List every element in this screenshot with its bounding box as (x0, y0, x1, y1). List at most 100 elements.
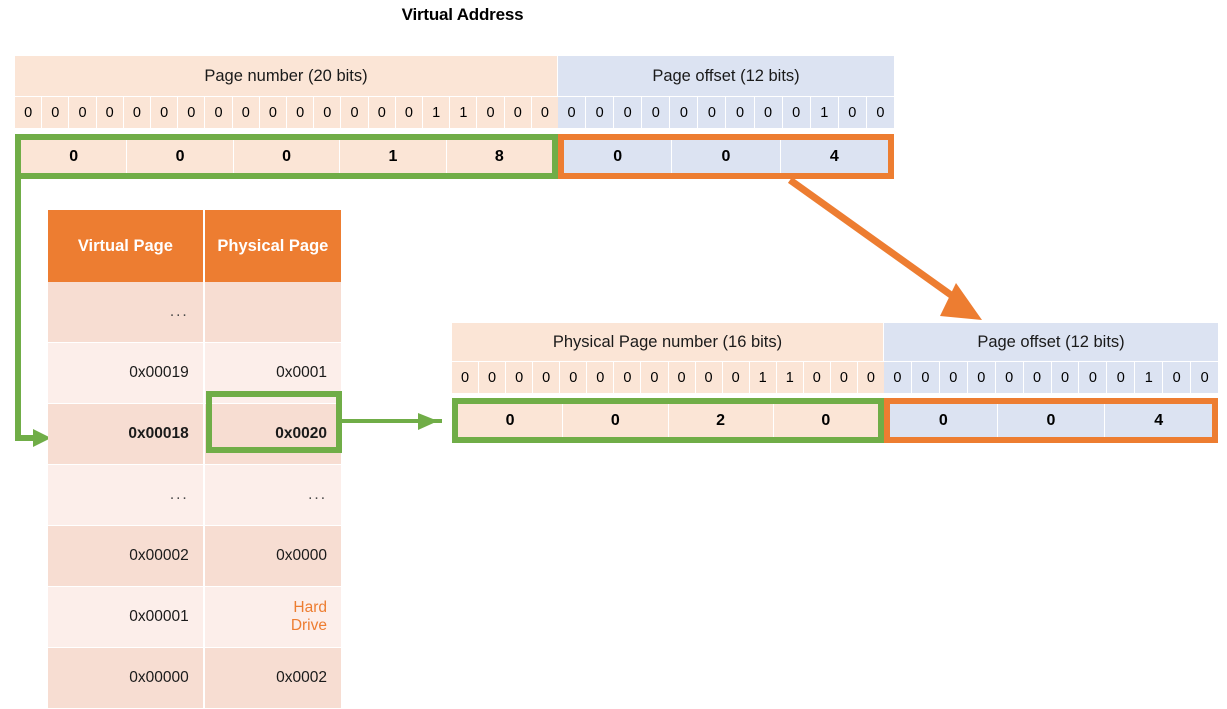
hex-digit-4: 8 (494, 147, 504, 165)
cell-physical-page: 0x0001 (203, 342, 341, 404)
bit-cell-5: 0 (1023, 361, 1052, 393)
green-connector-table-to-physical (342, 419, 442, 423)
bit-cell-2: 0 (614, 96, 643, 128)
bit-cell-11: 0 (314, 96, 342, 128)
hex-digit-0: 0 (890, 404, 998, 437)
bit-cell-0: 0 (15, 96, 43, 128)
cell-virtual-page: 0x00000 (48, 647, 205, 709)
bit-cell-10: 0 (287, 96, 315, 128)
bit-cell-13: 0 (368, 96, 396, 128)
bit-cell-11: 0 (1191, 361, 1219, 393)
hex-digit-0: 0 (21, 140, 128, 173)
bit-cell-3: 0 (642, 96, 671, 128)
bit-cell-8: 0 (668, 361, 696, 393)
bit-cell-15: 1 (423, 96, 451, 128)
column-header-virtual-page: Virtual Page (48, 210, 205, 282)
bit-cell-2: 0 (939, 361, 968, 393)
hex-digit-1: 0 (563, 404, 669, 437)
virtual-page-offset-label: Page offset (12 bits) (558, 56, 894, 96)
bit-cell-0: 0 (884, 361, 912, 393)
bit-cell-1: 0 (586, 96, 615, 128)
bit-cell-6: 0 (1051, 361, 1080, 393)
bit-cell-1: 0 (479, 361, 507, 393)
hex-digit-1: 0 (672, 140, 781, 173)
hex-digit-1: 0 (127, 140, 234, 173)
green-arrowhead-to-table (33, 429, 51, 447)
bit-cell-7: 0 (754, 96, 783, 128)
bit-cell-8: 0 (782, 96, 811, 128)
cell-virtual-page: ... (48, 464, 205, 526)
column-header-physical-page: Physical Page (203, 210, 341, 282)
bit-cell-6: 0 (726, 96, 755, 128)
bit-cell-10: 0 (722, 361, 750, 393)
bit-cell-14: 0 (830, 361, 858, 393)
cell-physical-page: 0x0000 (203, 525, 341, 587)
bit-cell-19: 0 (531, 96, 559, 128)
bit-cell-10: 0 (838, 96, 867, 128)
orange-arrow-offset-to-physical (787, 177, 982, 320)
table-row[interactable]: ... (48, 282, 341, 343)
bit-cell-5: 0 (151, 96, 179, 128)
bit-cell-0: 0 (558, 96, 587, 128)
hex-digit-3: 0 (821, 411, 831, 429)
bit-cell-9: 0 (695, 361, 723, 393)
bit-cell-7: 0 (641, 361, 669, 393)
bit-cell-16: 1 (450, 96, 478, 128)
cell-virtual-page: ... (48, 282, 205, 343)
bit-cell-11: 1 (749, 361, 777, 393)
cell-virtual-page: 0x00019 (48, 342, 205, 404)
hex-digit-3: 1 (340, 140, 447, 173)
bit-cell-6: 0 (178, 96, 206, 128)
table-row[interactable]: ...... (48, 464, 341, 526)
physical-page-offset-label: Page offset (12 bits) (884, 323, 1218, 361)
bit-cell-8: 0 (1107, 361, 1136, 393)
bit-cell-5: 0 (698, 96, 727, 128)
bit-cell-13: 0 (803, 361, 831, 393)
physical-page-number-label: Physical Page number (16 bits) (452, 323, 884, 361)
bit-cell-2: 0 (69, 96, 97, 128)
green-connector-horizontal (15, 435, 37, 441)
bit-cell-11: 0 (866, 96, 894, 128)
hex-digit-2: 4 (1154, 411, 1164, 429)
bit-cell-7: 0 (205, 96, 233, 128)
bit-cell-5: 0 (587, 361, 615, 393)
bit-cell-4: 0 (123, 96, 152, 128)
cell-physical-page (203, 282, 341, 343)
hex-digit-1: 0 (998, 404, 1106, 437)
bit-cell-4: 0 (995, 361, 1024, 393)
hex-digit-0: 0 (564, 140, 673, 173)
bit-cell-2: 0 (506, 361, 534, 393)
page-title: Virtual Address (401, 5, 524, 24)
bit-cell-1: 0 (42, 96, 70, 128)
cell-physical-page: 0x0002 (203, 647, 341, 709)
hex-digit-0: 0 (458, 404, 564, 437)
bit-cell-18: 0 (504, 96, 532, 128)
cell-virtual-page: 0x00001 (48, 586, 205, 648)
cell-virtual-page: 0x00002 (48, 525, 205, 587)
bit-cell-3: 0 (533, 361, 561, 393)
bit-cell-3: 0 (96, 96, 124, 128)
bit-cell-1: 0 (911, 361, 940, 393)
bit-cell-9: 1 (810, 96, 839, 128)
cell-physical-page: 0x0020 (203, 403, 341, 465)
green-connector-vertical (15, 173, 21, 438)
bit-cell-17: 0 (477, 96, 505, 128)
bit-cell-7: 0 (1079, 361, 1108, 393)
bit-cell-3: 0 (967, 361, 996, 393)
bit-cell-12: 0 (341, 96, 369, 128)
bit-cell-6: 0 (614, 361, 642, 393)
